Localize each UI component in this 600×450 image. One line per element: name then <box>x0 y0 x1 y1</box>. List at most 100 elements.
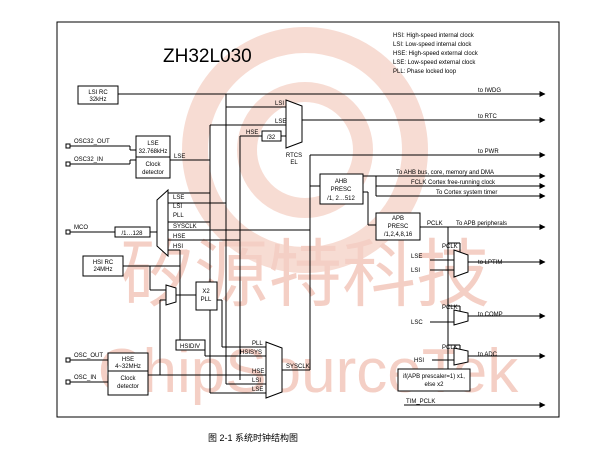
adc-pclk-label: PCLK <box>442 345 458 351</box>
apb-label: APB <box>392 216 404 222</box>
hse-oscillator-block <box>107 352 149 396</box>
mco-in-sysclk: SYSCLK <box>173 224 197 230</box>
rtcsel-label: RTCS <box>286 153 302 159</box>
out-ahb-bus: To AHB bus, core, memory and DMA <box>396 170 494 176</box>
lptim-mux <box>453 249 469 278</box>
pin-osc-in: OSC_IN <box>74 375 96 381</box>
lse-out-label: LSE <box>174 154 185 160</box>
lsi-rc-block <box>77 85 119 105</box>
mco-in-lsi: LSI <box>173 204 182 210</box>
rtc-mux-in-lse: LSE <box>275 119 286 125</box>
legend-pll: PLL: Phase locked loop <box>393 69 457 75</box>
tim-pclk-rule-2: else x2 <box>424 382 444 388</box>
pin-mco: MCO <box>74 225 88 231</box>
ahb-label: AHB <box>335 179 347 185</box>
out-adc: to ADC <box>478 352 498 358</box>
diagram-frame <box>56 21 560 418</box>
lse-freq: 32.768kHz <box>139 149 168 155</box>
rtc-mux-in-hse: HSE <box>246 130 258 136</box>
mco-mux <box>156 188 169 258</box>
osc-out-pin <box>65 357 71 363</box>
legend-hsi: HSI: High-speed internal clock <box>393 33 475 39</box>
mco-div-label: /1…128 <box>121 231 143 237</box>
watermark: 矽源特科技 ChipSourceTek <box>98 27 519 406</box>
legend-hse: HSE: High-speed external clock <box>393 51 479 57</box>
apb-prescaler-block <box>375 212 421 241</box>
ahb-presc-label: PRESC <box>331 187 352 193</box>
out-fclk: FCLK Cortex free-running clock <box>411 180 496 186</box>
figure-caption: 图 2-1 系统时钟结构图 <box>208 432 298 443</box>
watermark-cn: 矽源特科技 <box>120 233 490 316</box>
pll-label: PLL <box>201 297 212 303</box>
out-cortex-timer: To Cortex system timer <box>436 190 497 196</box>
lse-label: LSE <box>147 141 158 147</box>
sys-in-hse: HSE <box>252 369 264 375</box>
pin-osc32-in: OSC32_IN <box>74 157 103 163</box>
legend-lsi: LSI: Low-speed internal clock <box>393 42 472 48</box>
mco-pin <box>65 229 71 235</box>
adc-in-hsi: HSI <box>414 358 424 364</box>
lptim-pclk-label: PCLK <box>442 244 458 250</box>
sys-in-pll: PLL <box>252 341 263 347</box>
hsidiv-block <box>175 339 206 351</box>
rtcsel-label-2: EL <box>290 160 298 166</box>
out-comp: to COMP <box>478 312 503 318</box>
mco-in-hsi: HSI <box>173 244 183 250</box>
lsi-rc-label: LSI RC <box>88 90 108 96</box>
ahb-range-label: /1, 2…512 <box>327 196 355 202</box>
apb-range-label: /1,2,4,8,16 <box>384 232 413 238</box>
adc-mux <box>453 347 469 366</box>
hsi-rc-freq: 24MHz <box>93 267 112 273</box>
hsi-rc-label: HSI RC <box>93 260 114 266</box>
out-iwdg: to IWDG <box>478 88 501 94</box>
osc32-in-pin <box>65 161 71 167</box>
apb-presc-label: PRESC <box>388 224 409 230</box>
mco-in-pll: PLL <box>173 213 184 219</box>
osc32-out-pin <box>65 143 71 149</box>
tim-pclk-block <box>397 368 471 392</box>
lptim-in-lse: LSE <box>411 254 422 260</box>
osc-in-pin <box>65 379 71 385</box>
sys-in-lse: LSE <box>252 387 263 393</box>
comp-pclk-label: PCLK <box>442 305 458 311</box>
hse-detector-label-2: detector <box>117 384 139 390</box>
out-rtc: to RTC <box>478 114 498 120</box>
hsi-rc-block <box>82 255 124 277</box>
out-lptim: to LPTIM <box>478 260 502 266</box>
tim-pclk-label: TIM_PCLK <box>406 399 435 405</box>
pll-source-mux <box>165 284 177 306</box>
hsidiv-label: HSIDIV <box>180 344 200 350</box>
comp-in-lsc: LSC <box>411 320 423 326</box>
diagram-title: ZH32L030 <box>163 46 252 67</box>
legend-lse: LSE: Low-speed external clock <box>393 60 476 66</box>
sysclk-mux <box>265 341 283 399</box>
watermark-ring-inner <box>237 82 373 218</box>
out-apb-peripherals: To APB peripherals <box>456 221 507 227</box>
div32-label: /32 <box>267 135 276 141</box>
hse-detector-label: Clock <box>120 376 136 382</box>
sys-in-lsi: LSI <box>252 378 261 384</box>
hse-freq: 4~32MHz <box>115 364 141 370</box>
mco-in-lse: LSE <box>173 195 184 201</box>
pll-block <box>195 281 218 311</box>
out-pwr: to PWR <box>478 149 499 155</box>
pin-osc32-out: OSC32_OUT <box>74 139 110 145</box>
apb-pclk-label: PCLK <box>427 221 443 227</box>
lse-detector-label-2: detector <box>142 170 164 176</box>
div32-block <box>261 130 282 142</box>
sys-in-hsisys: HSISYS <box>240 350 262 356</box>
pll-mult-label: X2 <box>202 289 210 295</box>
comp-mux <box>453 309 469 326</box>
lptim-in-lsi: LSI <box>411 268 420 274</box>
watermark-ring-outer <box>182 27 428 273</box>
legend: HSI: High-speed internal clock LSI: Low-… <box>393 33 479 75</box>
lsi-rc-freq: 32kHz <box>89 97 106 103</box>
ahb-prescaler-block <box>319 173 364 205</box>
lse-detector-label: Clock <box>145 162 161 168</box>
hse-label: HSE <box>122 357 134 363</box>
rtc-mux <box>285 99 303 149</box>
mco-in-hse: HSE <box>173 234 185 240</box>
sysclk-out-label: SYSCLK <box>286 364 310 370</box>
